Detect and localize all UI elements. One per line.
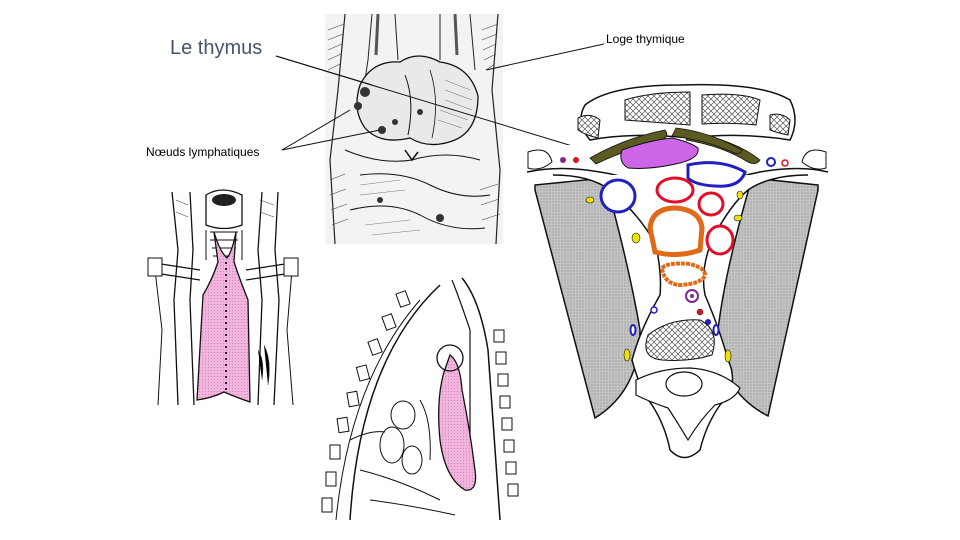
thymus-in-situ-drawing bbox=[325, 13, 503, 245]
lymph-nodes-label: Nœuds lymphatiques bbox=[146, 145, 260, 159]
thymus-anterior-view-drawing bbox=[147, 189, 299, 406]
thymus-sagittal-section-drawing bbox=[321, 277, 519, 521]
thymus-label: Le thymus bbox=[170, 37, 263, 59]
thymic-compartment-cross-section bbox=[525, 83, 829, 459]
label-leader-lines bbox=[275, 43, 605, 153]
thymic-compartment-label: Loge thymique bbox=[606, 32, 685, 46]
